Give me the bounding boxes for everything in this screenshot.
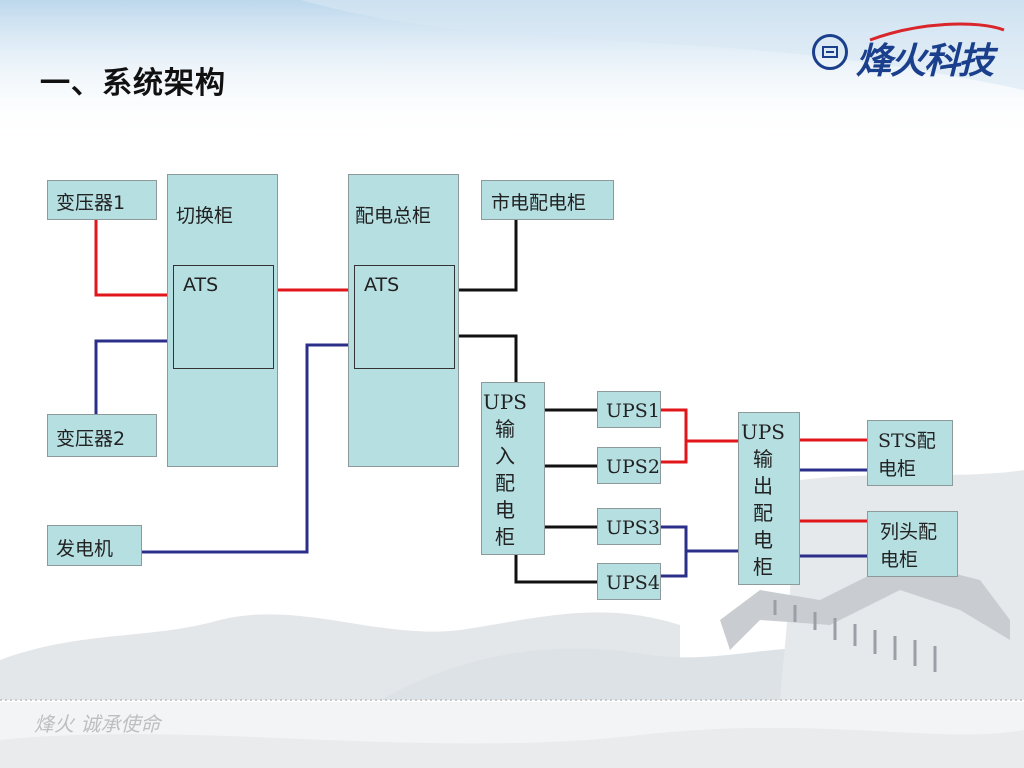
footer-wave (0, 727, 1024, 768)
bus-cabinet-label: 配电总柜 (355, 205, 432, 227)
sts-cabinet-box: STS配 电柜 (867, 420, 953, 486)
bus-ats-box: ATS (354, 265, 455, 369)
bus-ats-label: ATS (364, 274, 400, 296)
great-wall (720, 560, 1010, 650)
ups2-label: UPS2 (606, 456, 660, 478)
ups4-box: UPS4 (597, 563, 661, 600)
switch-ats-label: ATS (183, 274, 219, 296)
ups-output-label: UPS 输 出 配 电 柜 (740, 420, 785, 579)
logo-swoosh-icon (869, 22, 1005, 42)
wire-bus-upsinput (455, 334, 518, 382)
transformer2-box: 变压器2 (47, 414, 157, 457)
wire-transformer1-ats (94, 220, 173, 297)
ups2-box: UPS2 (597, 447, 661, 484)
ups4-label: UPS4 (606, 572, 660, 594)
wire-transformer2-ats (94, 339, 173, 414)
wire-ups34-merge (661, 525, 688, 578)
ups-output-cabinet-box: UPS 输 出 配 电 柜 (738, 412, 800, 585)
wire-upsinput-ups4 (514, 555, 597, 584)
ups3-box: UPS3 (597, 508, 661, 545)
footer-slogan: 烽火 诚承使命 (34, 712, 161, 736)
transformer1-box: 变压器1 (47, 180, 157, 220)
column-cabinet-label: 列头配 电柜 (880, 521, 938, 571)
switch-cabinet-label: 切换柜 (176, 205, 234, 227)
wall-merlons (773, 600, 937, 672)
city-cabinet-label: 市电配电柜 (491, 192, 587, 214)
column-cabinet-box: 列头配 电柜 (867, 511, 958, 577)
page-title: 一、系统架构 (40, 66, 226, 101)
ups1-label: UPS1 (606, 400, 660, 422)
logo-text: 烽火科技 (856, 40, 994, 82)
city-cabinet-box: 市电配电柜 (481, 180, 614, 220)
logo-emblem-icon (812, 34, 848, 70)
switch-ats-box: ATS (173, 265, 274, 369)
transformer1-label: 变压器1 (56, 192, 126, 214)
wire-generator-bus (142, 343, 355, 554)
generator-label: 发电机 (56, 538, 114, 560)
generator-box: 发电机 (47, 525, 142, 566)
ups1-box: UPS1 (597, 391, 661, 428)
wire-bus-city (455, 220, 518, 292)
ups3-label: UPS3 (606, 517, 660, 539)
sts-cabinet-label: STS配 电柜 (878, 430, 936, 480)
cloud-band (300, 0, 1024, 90)
ups-input-label: UPS 输 入 配 电 柜 (482, 390, 527, 549)
transformer2-label: 变压器2 (56, 428, 126, 450)
wire-ups12-merge (661, 408, 688, 464)
company-logo: 烽火科技 (808, 18, 1008, 82)
ups-input-cabinet-box: UPS 输 入 配 电 柜 (481, 382, 545, 555)
